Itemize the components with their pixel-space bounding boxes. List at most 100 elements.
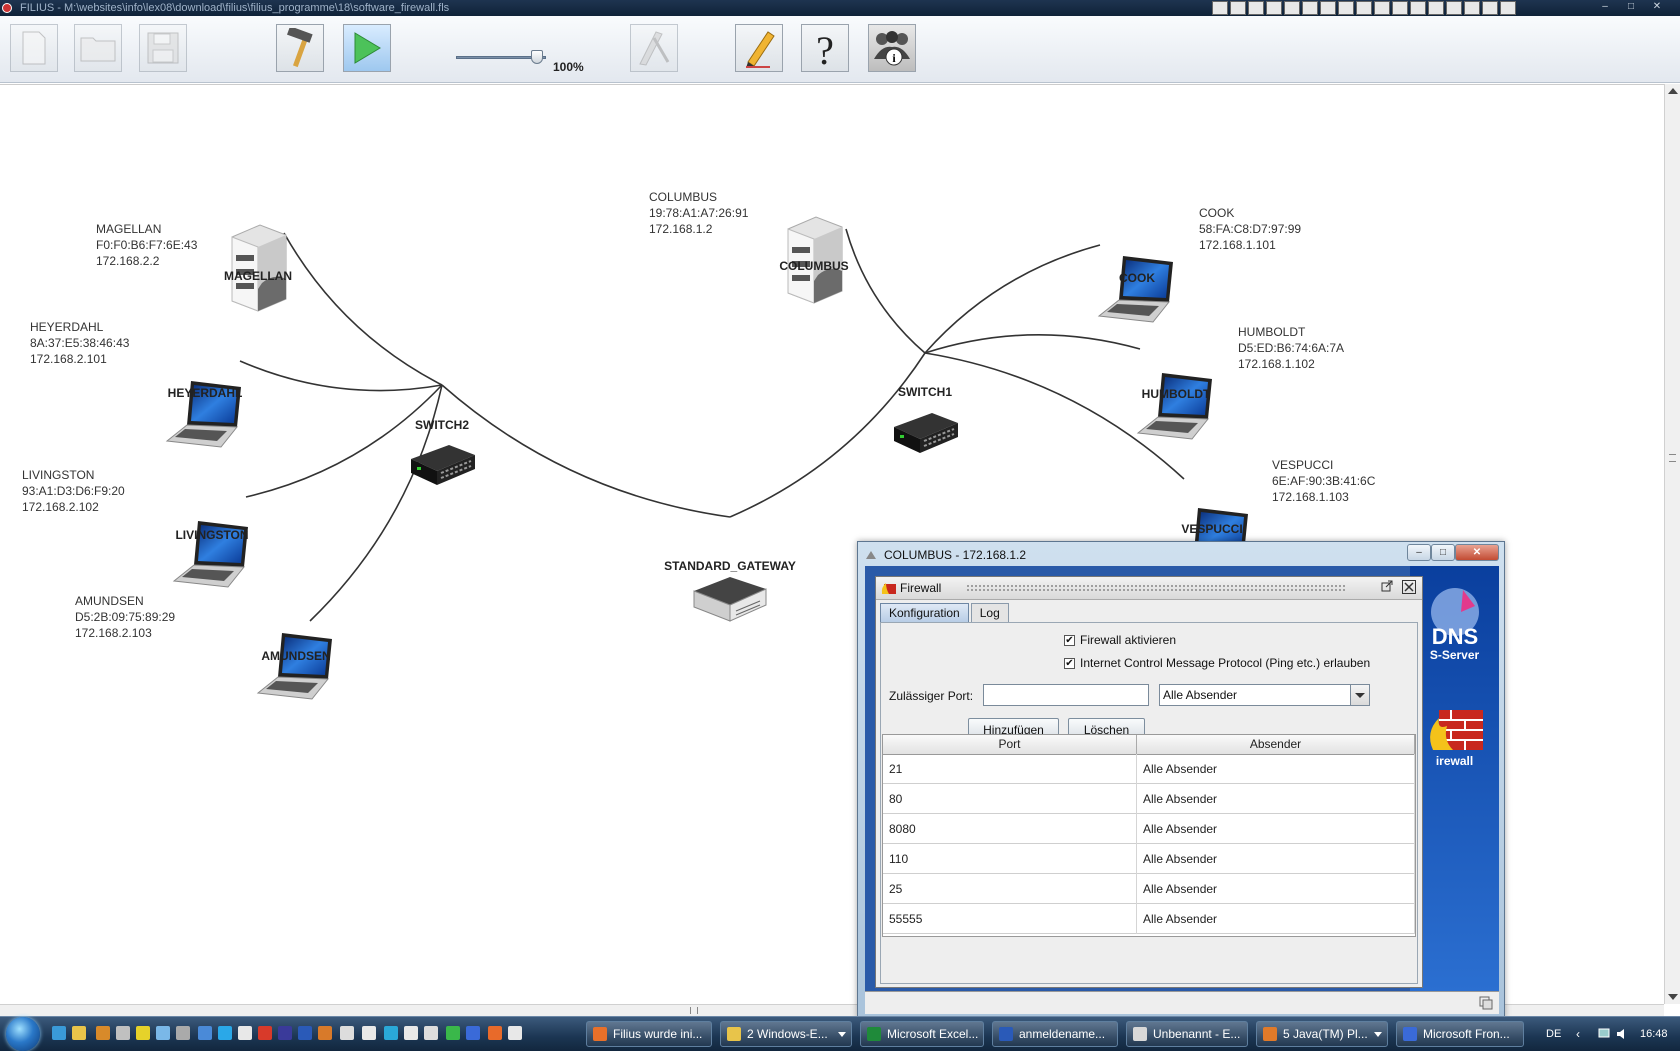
app-shortcut-icon[interactable]	[1248, 1, 1264, 15]
network-cable[interactable]	[309, 384, 443, 622]
app-shortcut-icon[interactable]	[1446, 1, 1462, 15]
quick-launch-app-icon[interactable]	[362, 1026, 376, 1040]
column-header-port[interactable]: Port	[883, 735, 1137, 754]
dialog-minimize-button[interactable]: –	[1407, 544, 1431, 561]
quick-launch-app-icon[interactable]	[298, 1026, 312, 1040]
zoom-slider-thumb[interactable]	[531, 50, 543, 64]
new-file-button[interactable]	[10, 24, 58, 72]
checkbox-checked-icon[interactable]: ✔	[1064, 657, 1075, 669]
network-tray-icon[interactable]	[1598, 1027, 1612, 1041]
scroll-grip[interactable]	[690, 1007, 698, 1014]
network-cable[interactable]	[441, 384, 731, 518]
taskbar-button[interactable]: Filius wurde ini...	[586, 1021, 712, 1047]
network-cable[interactable]	[239, 360, 443, 392]
port-cell[interactable]: 8080	[883, 814, 1137, 844]
port-cell[interactable]: 55555	[883, 904, 1137, 934]
chevron-down-icon[interactable]	[1350, 685, 1369, 705]
network-cable[interactable]	[245, 384, 443, 498]
vertical-scrollbar[interactable]	[1664, 84, 1680, 1004]
zoom-slider[interactable]	[456, 49, 546, 67]
quick-launch-app-icon[interactable]	[96, 1026, 110, 1040]
node-heyerdahl[interactable]	[165, 377, 245, 458]
dns-server-app[interactable]: DNS S-Server	[1410, 586, 1499, 662]
network-cable[interactable]	[924, 352, 1185, 480]
quick-launch-app-icon[interactable]	[176, 1026, 190, 1040]
sender-cell[interactable]: Alle Absender	[1137, 844, 1415, 874]
app-shortcut-icon[interactable]	[1410, 1, 1426, 15]
quick-launch-app-icon[interactable]	[424, 1026, 438, 1040]
close-icon[interactable]	[1402, 580, 1416, 594]
start-button[interactable]	[6, 1017, 40, 1051]
volume-tray-icon[interactable]	[1615, 1027, 1629, 1041]
quick-launch-app-icon[interactable]	[318, 1026, 332, 1040]
allowed-port-input[interactable]	[983, 684, 1149, 706]
tab-log[interactable]: Log	[970, 603, 1009, 622]
app-shortcut-icon[interactable]	[1212, 1, 1228, 15]
tab-konfiguration[interactable]: Konfiguration	[880, 603, 969, 622]
node-switch1[interactable]	[890, 409, 960, 462]
taskbar-button[interactable]: anmeldename...	[992, 1021, 1118, 1047]
quick-launch-app-icon[interactable]	[218, 1026, 232, 1040]
network-cable[interactable]	[924, 244, 1101, 354]
port-cell[interactable]: 25	[883, 874, 1137, 904]
detach-icon[interactable]	[1380, 580, 1394, 594]
taskbar-button[interactable]: Microsoft Excel...	[860, 1021, 984, 1047]
window-maximize-button[interactable]: □	[1627, 1, 1635, 12]
sender-cell[interactable]: Alle Absender	[1137, 874, 1415, 904]
app-shortcut-icon[interactable]	[1338, 1, 1354, 15]
taskbar-button[interactable]: Microsoft Fron...	[1396, 1021, 1524, 1047]
node-humboldt[interactable]	[1136, 369, 1216, 450]
port-cell[interactable]: 110	[883, 844, 1137, 874]
app-shortcut-icon[interactable]	[1392, 1, 1408, 15]
quick-launch-app-icon[interactable]	[384, 1026, 398, 1040]
info-button[interactable]: i	[868, 24, 916, 72]
quick-launch-app-icon[interactable]	[238, 1026, 252, 1040]
help-button[interactable]: ?	[801, 24, 849, 72]
quick-launch-app-icon[interactable]	[72, 1026, 86, 1040]
chevron-down-icon[interactable]	[1374, 1032, 1382, 1037]
edit-button[interactable]	[735, 24, 783, 72]
node-magellan[interactable]	[226, 223, 290, 318]
quick-launch-app-icon[interactable]	[340, 1026, 354, 1040]
quick-launch-app-icon[interactable]	[466, 1026, 480, 1040]
quick-launch-app-icon[interactable]	[278, 1026, 292, 1040]
quick-launch-app-icon[interactable]	[404, 1026, 418, 1040]
quick-launch-app-icon[interactable]	[446, 1026, 460, 1040]
scroll-down-arrow-icon[interactable]	[1668, 994, 1678, 1000]
column-header-sender[interactable]: Absender	[1137, 735, 1415, 754]
dialog-maximize-button[interactable]: □	[1431, 544, 1455, 561]
show-hidden-icons-button[interactable]: ‹	[1576, 1027, 1580, 1041]
network-cable[interactable]	[283, 232, 443, 386]
app-shortcut-icon[interactable]	[1482, 1, 1498, 15]
firewall-window[interactable]: Firewall Konfiguration Log ✔ Firewall ak…	[875, 576, 1423, 988]
resize-grip-icon[interactable]	[1479, 996, 1493, 1010]
network-cable[interactable]	[845, 228, 926, 354]
quick-launch-app-icon[interactable]	[258, 1026, 272, 1040]
network-cable[interactable]	[729, 352, 926, 518]
port-cell[interactable]: 80	[883, 784, 1137, 814]
simulation-mode-button[interactable]	[343, 24, 391, 72]
app-shortcut-icon[interactable]	[1464, 1, 1480, 15]
design-mode-button[interactable]	[276, 24, 324, 72]
node-switch2[interactable]	[407, 441, 477, 494]
tray-icons[interactable]	[1598, 1017, 1629, 1051]
language-indicator[interactable]: DE	[1546, 1028, 1562, 1040]
sender-cell[interactable]: Alle Absender	[1137, 754, 1415, 784]
app-shortcut-icon[interactable]	[1320, 1, 1336, 15]
app-shortcut-icon[interactable]	[1302, 1, 1318, 15]
scroll-grip[interactable]	[1669, 454, 1676, 462]
app-shortcut-icon[interactable]	[1284, 1, 1300, 15]
sender-cell[interactable]: Alle Absender	[1137, 814, 1415, 844]
quick-launch-app-icon[interactable]	[116, 1026, 130, 1040]
taskbar-button[interactable]: 5 Java(TM) Pl...	[1256, 1021, 1388, 1047]
columbus-desktop-window[interactable]: COLUMBUS - 172.168.1.2 – □ ✕ DNS S-Serve…	[857, 541, 1505, 1019]
chevron-down-icon[interactable]	[838, 1032, 846, 1037]
node-livingston[interactable]	[172, 517, 252, 598]
quick-launch-app-icon[interactable]	[488, 1026, 502, 1040]
clock[interactable]: 16:48	[1640, 1028, 1668, 1040]
window-close-button[interactable]: ✕	[1652, 1, 1662, 12]
